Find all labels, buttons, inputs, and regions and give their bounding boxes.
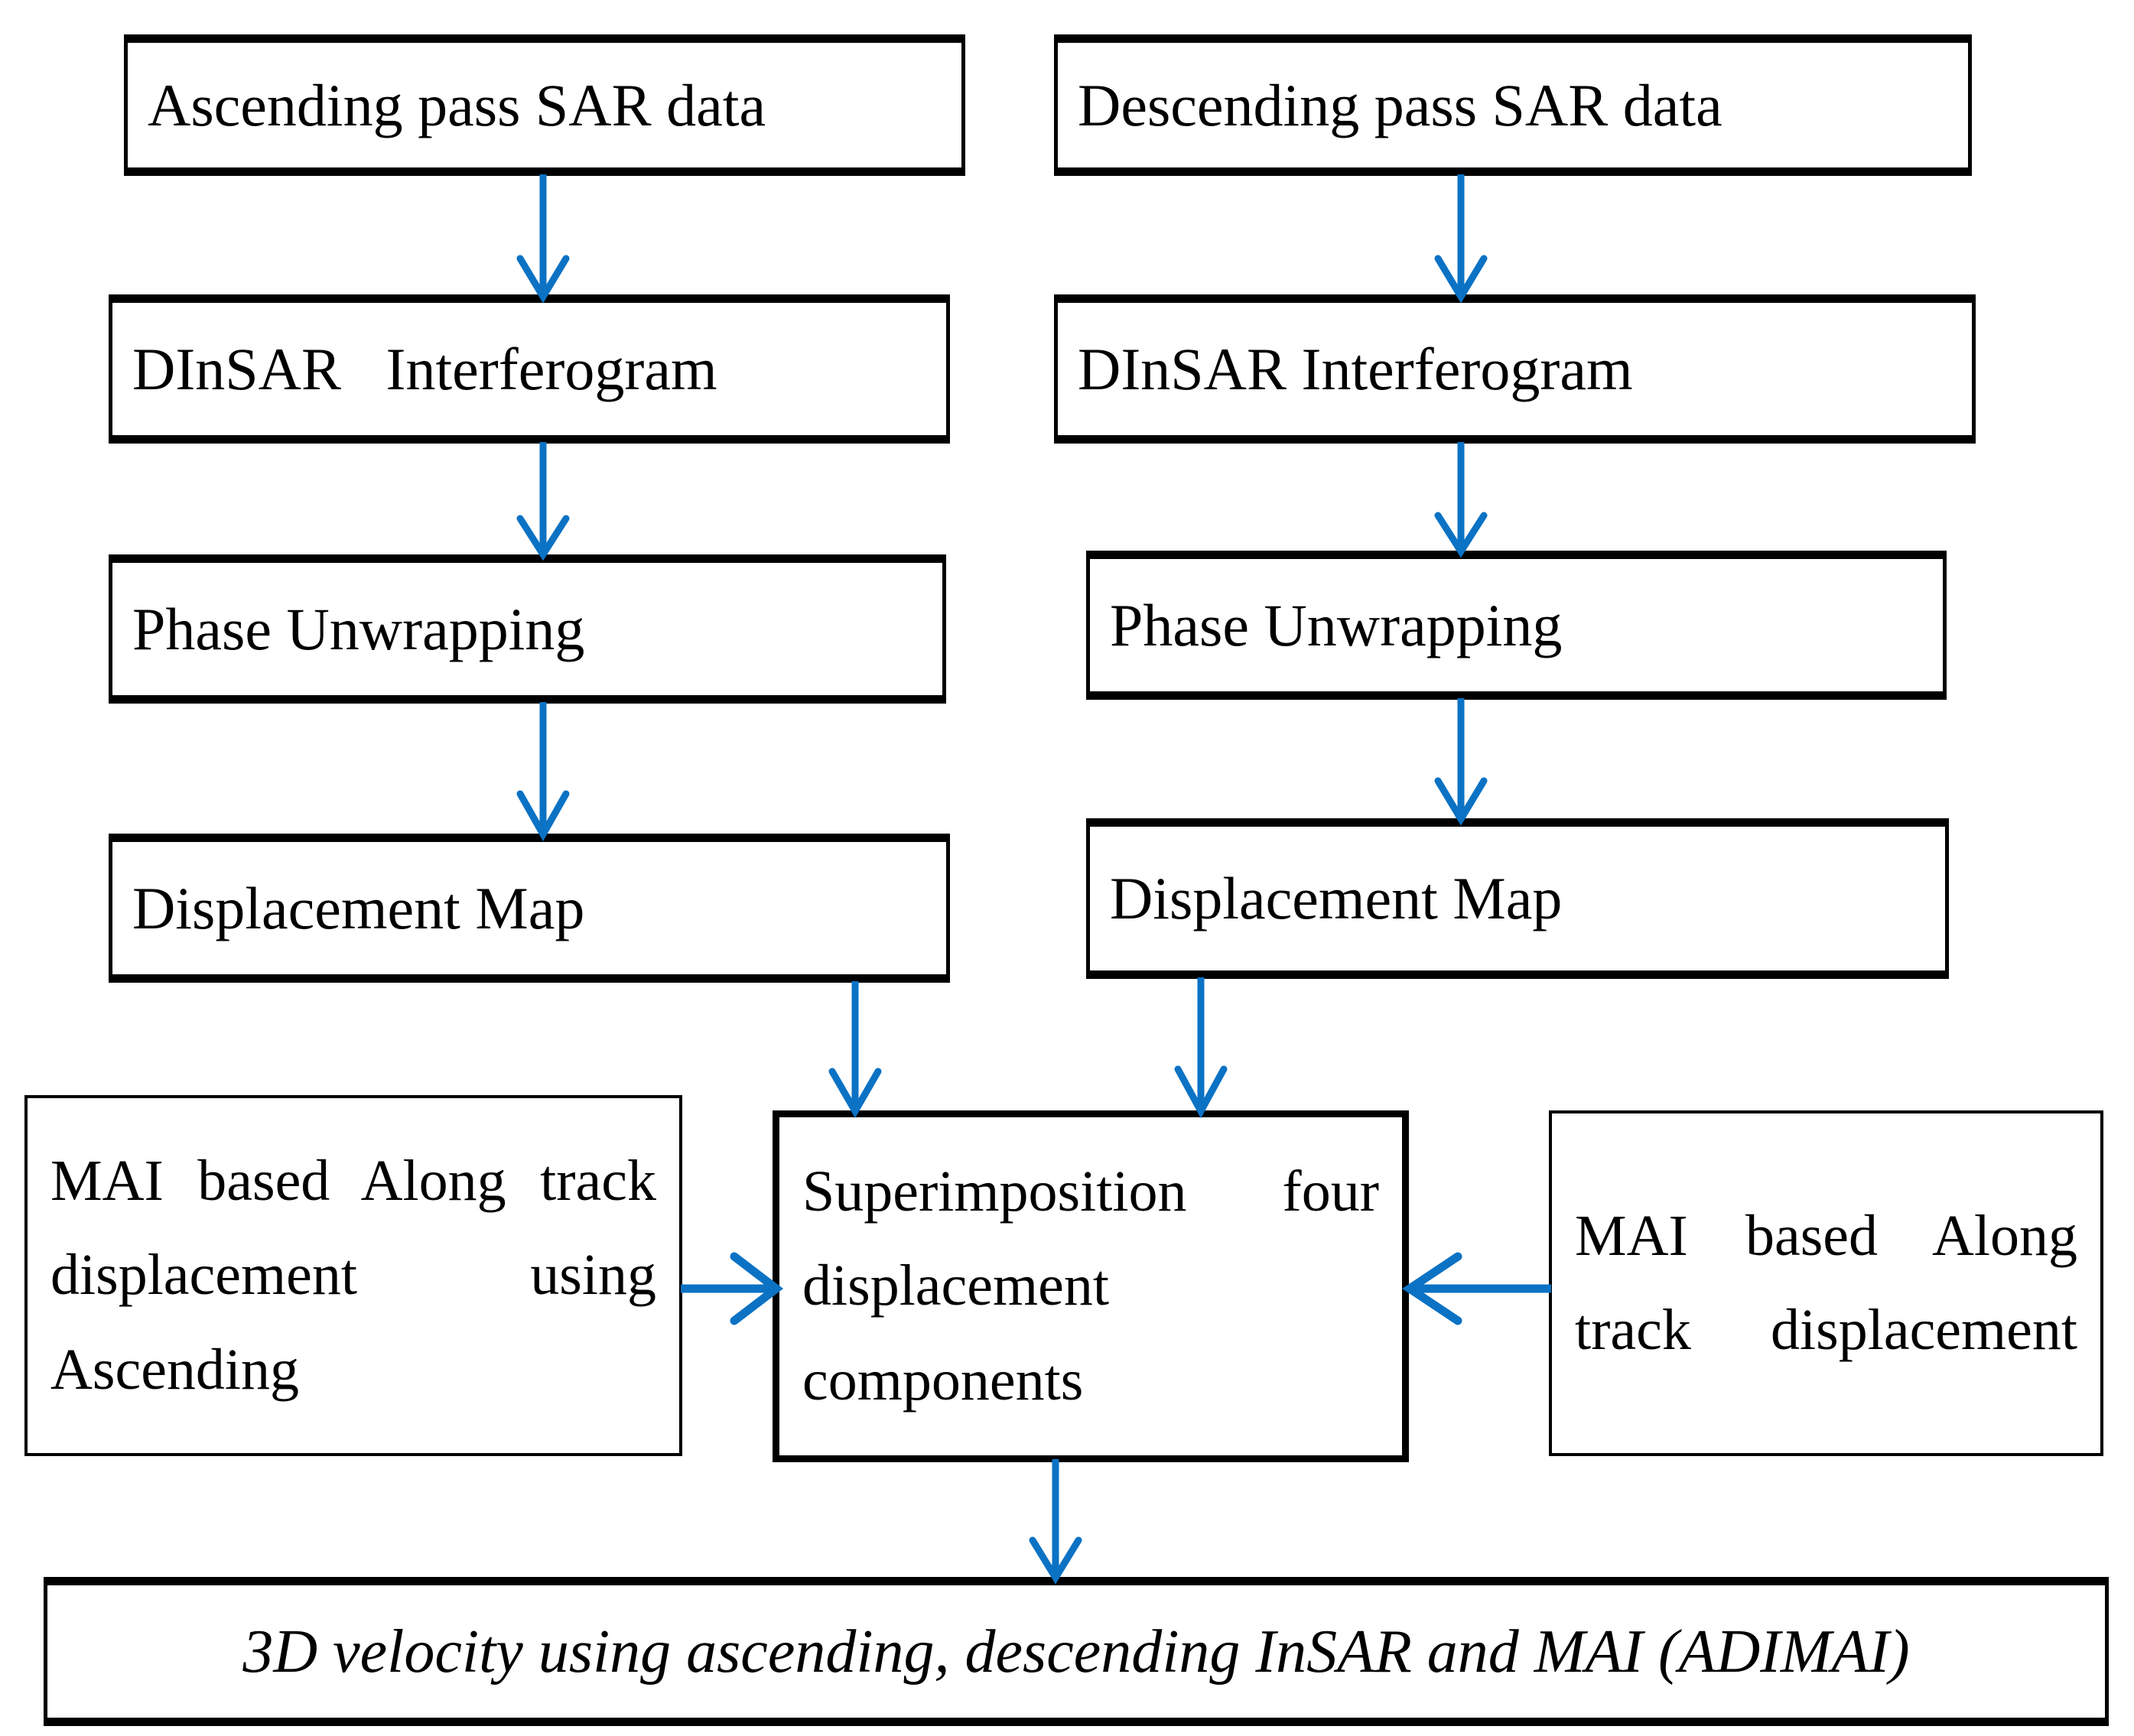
node-descending-pass-sar-data[interactable]: Descending pass SAR data bbox=[1054, 34, 1972, 176]
arrow-superimposition-to-result bbox=[1025, 1459, 1086, 1585]
node-label: Superimposition four displacement compon… bbox=[802, 1159, 1379, 1413]
node-superimposition-four-displacement-components[interactable]: Superimposition four displacement compon… bbox=[773, 1110, 1409, 1462]
node-label: Ascending pass SAR data bbox=[148, 71, 766, 138]
node-ascending-dinsar-interferogram[interactable]: DInSAR Interferogram bbox=[109, 294, 950, 444]
node-3d-velocity-adimai-result[interactable]: 3D velocity using ascending, descending … bbox=[44, 1577, 2109, 1726]
arrow-asc-dinsar-to-unwrap bbox=[512, 442, 574, 561]
node-descending-phase-unwrapping[interactable]: Phase Unwrapping bbox=[1086, 551, 1947, 700]
arrow-asc-unwrap-to-displacement bbox=[512, 702, 574, 842]
node-label: Descending pass SAR data bbox=[1078, 71, 1722, 138]
node-label: DInSAR Interferogram bbox=[132, 335, 717, 402]
node-label: MAI based Along track displacement using… bbox=[50, 1149, 656, 1402]
arrow-mai-right-to-superimposition bbox=[1402, 1243, 1555, 1335]
arrow-asc-sar-to-dinsar bbox=[512, 174, 574, 304]
node-ascending-pass-sar-data[interactable]: Ascending pass SAR data bbox=[124, 34, 965, 176]
arrow-desc-unwrap-to-displacement bbox=[1430, 698, 1492, 826]
arrow-desc-displacement-to-superimposition bbox=[1170, 977, 1231, 1119]
arrow-desc-sar-to-dinsar bbox=[1430, 174, 1492, 304]
node-descending-displacement-map[interactable]: Displacement Map bbox=[1086, 818, 1949, 979]
node-ascending-phase-unwrapping[interactable]: Phase Unwrapping bbox=[109, 554, 946, 704]
node-label: DInSAR Interferogram bbox=[1078, 335, 1633, 402]
node-label: MAI based Along track displacement bbox=[1575, 1203, 2077, 1362]
node-label: Phase Unwrapping bbox=[1110, 591, 1563, 658]
arrow-mai-left-to-superimposition bbox=[681, 1243, 784, 1335]
arrow-desc-dinsar-to-unwrap bbox=[1430, 442, 1492, 558]
node-mai-ascending-along-track-displacement[interactable]: MAI based Along track displacement using… bbox=[24, 1095, 682, 1456]
arrow-asc-displacement-to-superimposition bbox=[825, 981, 886, 1119]
node-label: 3D velocity using ascending, descending … bbox=[242, 1617, 1910, 1686]
node-ascending-displacement-map[interactable]: Displacement Map bbox=[109, 834, 950, 983]
node-descending-dinsar-interferogram[interactable]: DInSAR Interferogram bbox=[1054, 294, 1976, 444]
node-label: Phase Unwrapping bbox=[132, 595, 585, 662]
node-label: Displacement Map bbox=[132, 874, 585, 941]
node-label: Displacement Map bbox=[1110, 865, 1563, 932]
node-mai-along-track-displacement[interactable]: MAI based Along track displacement bbox=[1549, 1110, 2103, 1456]
